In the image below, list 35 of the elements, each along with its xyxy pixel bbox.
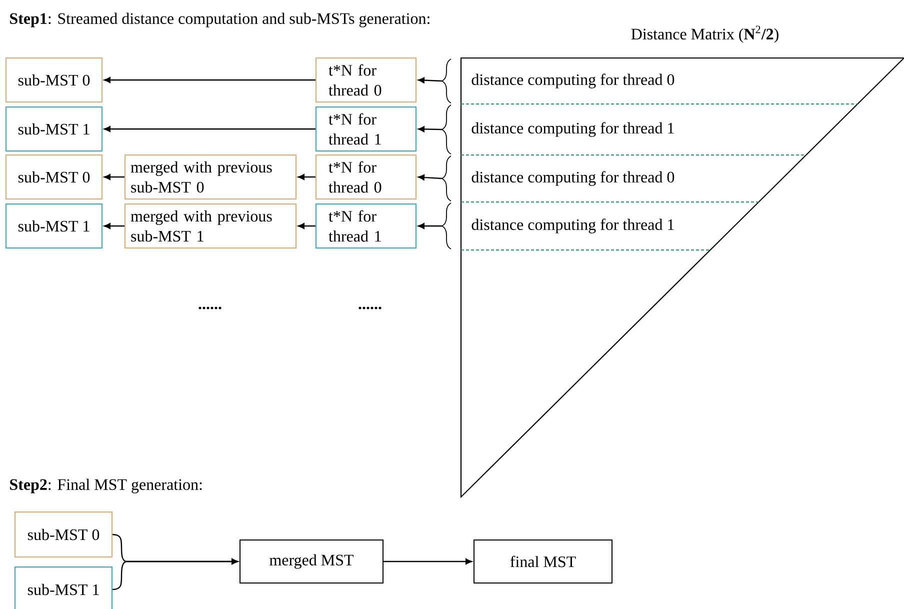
arrow bbox=[104, 174, 124, 180]
process-box: merged with previous sub-MST 1 bbox=[124, 204, 296, 248]
band-label: distance computing for thread 0 bbox=[472, 74, 674, 88]
step-heading: Step2: Final MST generation: bbox=[10, 478, 202, 494]
band-label: distance computing for thread 1 bbox=[472, 218, 674, 234]
process-box: sub-MST 1 bbox=[14, 566, 112, 609]
process-box: t*N for thread 1 bbox=[316, 204, 416, 248]
arrow bbox=[298, 223, 316, 229]
process-box: t*N for thread 1 bbox=[316, 106, 416, 152]
band-label: distance computing for thread 1 bbox=[472, 122, 674, 137]
process-box: merged MST bbox=[240, 540, 384, 584]
arrow bbox=[384, 558, 472, 564]
matrix-heading: Distance Matrix (N$^{2}$/2) bbox=[631, 26, 778, 43]
arrow bbox=[298, 174, 316, 180]
arrow bbox=[104, 77, 316, 83]
arrow bbox=[104, 223, 124, 229]
process-box: sub-MST 0 bbox=[6, 58, 102, 102]
arrow bbox=[104, 126, 316, 132]
step-heading: Step1: Streamed distance computation and sub-MSTs generation: bbox=[10, 12, 430, 28]
process-box: t*N for thread 0 bbox=[316, 58, 416, 102]
ellipsis: ...... bbox=[358, 306, 382, 310]
arrow bbox=[418, 223, 442, 229]
process-box: sub-MST 0 bbox=[6, 154, 102, 200]
arrow bbox=[418, 174, 442, 180]
process-box: merged with previous sub-MST 0 bbox=[124, 154, 296, 200]
ellipsis: ...... bbox=[198, 306, 222, 310]
process-box: t*N for thread 0 bbox=[316, 154, 416, 200]
process-box: final MST bbox=[474, 540, 612, 584]
band-label: distance computing for thread 0 bbox=[472, 171, 674, 186]
process-box: sub-MST 1 bbox=[6, 106, 102, 152]
arrow bbox=[112, 558, 238, 590]
process-box: sub-MST 1 bbox=[6, 204, 102, 248]
process-box: sub-MST 0 bbox=[14, 512, 112, 558]
arrow bbox=[418, 126, 442, 132]
arrow bbox=[418, 77, 442, 84]
